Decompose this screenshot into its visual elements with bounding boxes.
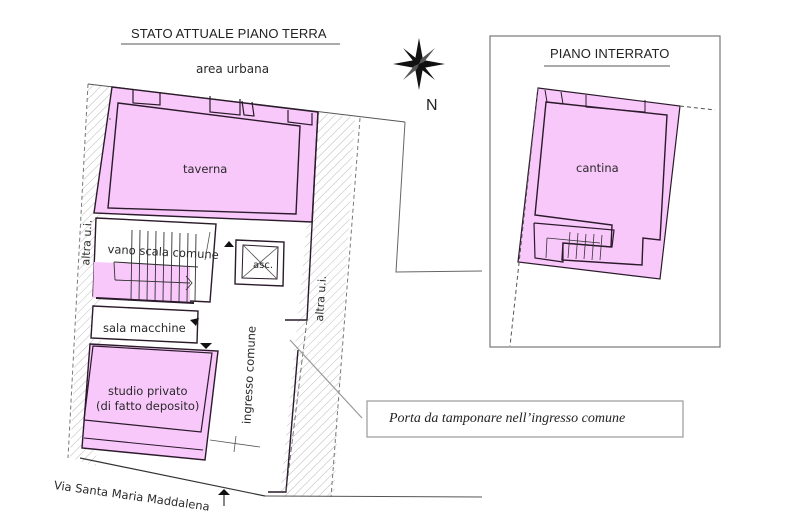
room-label-cantina: cantina xyxy=(576,161,619,175)
room-taverna xyxy=(93,86,319,223)
arrow-studio xyxy=(200,343,212,349)
basement-frame xyxy=(489,35,721,348)
ground-floor-title: STATO ATTUALE PIANO TERRA xyxy=(131,26,327,41)
callout-leader xyxy=(289,339,363,419)
room-cantina xyxy=(517,87,681,280)
arrow-entrance xyxy=(218,489,230,495)
area-urbana-label: area urbana xyxy=(196,62,270,76)
basement-title: PIANO INTERRATO xyxy=(550,46,670,61)
arrow-sala-macchine xyxy=(190,318,199,326)
compass-rose-icon xyxy=(393,38,445,90)
north-label: N xyxy=(426,97,438,114)
room-label-taverna: taverna xyxy=(183,162,228,176)
arrow-stair xyxy=(224,241,234,247)
right-neighbor-hatch xyxy=(280,113,355,497)
room-label-studio-privato: studio privato xyxy=(108,384,188,398)
stair-treads xyxy=(113,229,199,303)
callout-box xyxy=(366,400,684,438)
room-label-ascensore: asc. xyxy=(253,260,274,271)
room-label-studio-subtitle: (di fatto deposito) xyxy=(96,399,200,413)
basement-plan xyxy=(509,87,716,347)
ground-floor-plan xyxy=(67,83,483,506)
room-label-sala-macchine: sala macchine xyxy=(103,321,186,335)
left-neighbor-label: altra u.i. xyxy=(79,219,95,266)
callout-text: Porta da tamponare nell’ingresso comune xyxy=(389,411,626,426)
room-sala-macchine xyxy=(90,305,199,344)
